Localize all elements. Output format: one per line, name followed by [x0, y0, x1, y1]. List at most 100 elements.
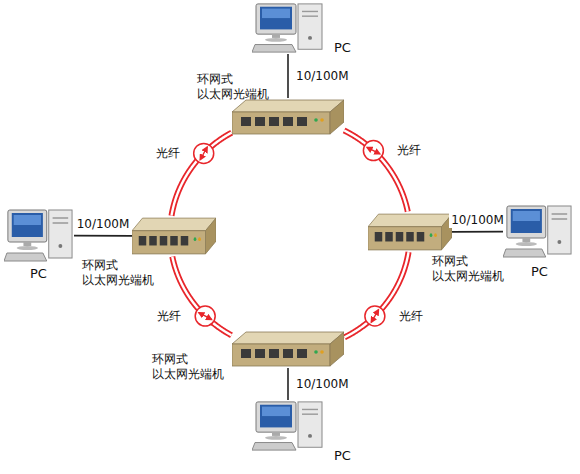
pc-icon-part [272, 34, 280, 38]
transceiver-icon-part [417, 232, 425, 241]
pc-icon-part [302, 413, 318, 414]
fiber-marker [194, 143, 214, 163]
pc-icon-part [308, 36, 312, 40]
pc-icon [252, 2, 324, 54]
pc-node: PC [503, 204, 573, 259]
pc-icon-part [58, 244, 62, 248]
pc-icon-part [252, 45, 296, 53]
fiber-arrow [199, 313, 212, 320]
transceiver-icon-part [132, 231, 206, 254]
device-label: 环网式 以太网光端机 [197, 72, 276, 102]
transceiver-icon-part [255, 349, 265, 358]
transceiver-icon-part [283, 117, 293, 126]
pc-icon-part [516, 242, 537, 246]
pc-icon-part [302, 15, 318, 16]
transceiver-icon [132, 216, 216, 256]
pc-icon-part [265, 38, 287, 42]
pc-icon-part [8, 210, 47, 242]
transceiver-icon-part [396, 232, 404, 241]
transceiver-node: 环网式 以太网光端机 [232, 98, 344, 136]
fiber-gap [172, 257, 231, 336]
transceiver-icon-part [314, 118, 318, 122]
transceiver-node: 环网式 以太网光端机 [232, 330, 344, 368]
transceiver-icon-part [320, 350, 324, 354]
transceiver-icon-part [385, 232, 393, 241]
transceiver-icon [368, 212, 452, 252]
transceiver-icon-part [241, 349, 251, 358]
fiber-marker [365, 306, 385, 326]
transceiver-icon [232, 98, 344, 136]
transceiver-icon-part [149, 236, 157, 245]
speed-label: 10/100M [449, 213, 506, 227]
transceiver-icon-part [132, 218, 216, 231]
transceiver-icon-part [269, 117, 279, 126]
ethernet-link [288, 368, 289, 400]
pc-icon-part [513, 211, 540, 221]
pc-icon-part [302, 11, 318, 12]
pc-icon-part [272, 432, 280, 436]
transceiver-icon-part [232, 332, 344, 344]
speed-label: 10/100M [294, 69, 351, 83]
pc-icon-part [23, 242, 31, 246]
fiber-link [172, 257, 231, 336]
device-label: 环网式 以太网光端机 [432, 254, 511, 284]
transceiver-icon-part [406, 232, 414, 241]
fiber-gap [172, 133, 232, 216]
fiber-gap [344, 252, 408, 337]
transceiver-icon-part [430, 233, 433, 237]
pc-icon-part [53, 222, 69, 224]
pc-icon-part [256, 402, 296, 432]
pc-label: PC [334, 40, 351, 56]
transceiver-icon-part [160, 236, 168, 245]
transceiver-icon-part [330, 100, 344, 134]
transceiver-icon [232, 330, 344, 368]
ethernet-cable [452, 231, 503, 233]
pc-icon-part [262, 407, 290, 416]
speed-label: 10/100M [75, 217, 132, 231]
ethernet-cable [74, 235, 132, 237]
ethernet-link [288, 54, 289, 98]
speed-label: 10/100M [294, 377, 351, 391]
pc-icon-part [12, 213, 43, 237]
pc-icon-part [503, 249, 546, 257]
fiber-label: 光纤 [397, 309, 425, 323]
transceiver-icon-part [232, 344, 330, 366]
fiber-label: 光纤 [155, 309, 183, 323]
pc-icon-part [548, 206, 571, 254]
fiber-label: 光纤 [395, 143, 423, 157]
transceiver-icon-part [139, 236, 147, 245]
pc-node: PC [4, 208, 74, 263]
transceiver-icon-part [297, 117, 307, 126]
transceiver-icon-part [255, 117, 265, 126]
pc-icon-part [552, 213, 568, 215]
pc-icon-part [260, 7, 292, 30]
pc-icon-part [298, 4, 322, 49]
transceiver-node: 环网式 以太网光端机 [368, 212, 452, 252]
pc-icon-part [252, 443, 296, 451]
pc-icon-part [298, 402, 322, 447]
pc-label: PC [531, 264, 548, 280]
pc-icon-part [557, 240, 561, 244]
pc-icon-part [308, 434, 312, 438]
transceiver-icon-part [181, 236, 189, 245]
transceiver-icon-part [314, 350, 318, 354]
transceiver-icon-part [194, 237, 197, 241]
fiber-marker [363, 141, 383, 161]
transceiver-icon-part [269, 349, 279, 358]
transceiver-icon-part [320, 118, 324, 122]
pc-label: PC [30, 266, 47, 282]
transceiver-node: 环网式 以太网光端机 [132, 216, 216, 256]
pc-icon-part [256, 4, 296, 34]
ethernet-cable [287, 368, 289, 400]
ethernet-link [452, 231, 503, 232]
pc-icon [503, 204, 573, 259]
pc-icon-part [302, 409, 318, 410]
fiber-label: 光纤 [154, 146, 182, 160]
pc-node: PC [252, 400, 324, 452]
fiber-outer [172, 133, 232, 216]
fiber-arrow [200, 147, 207, 160]
pc-node: PC [252, 2, 324, 54]
pc-icon-part [49, 210, 72, 258]
ethernet-link [74, 235, 132, 236]
pc-icon-part [260, 405, 292, 428]
